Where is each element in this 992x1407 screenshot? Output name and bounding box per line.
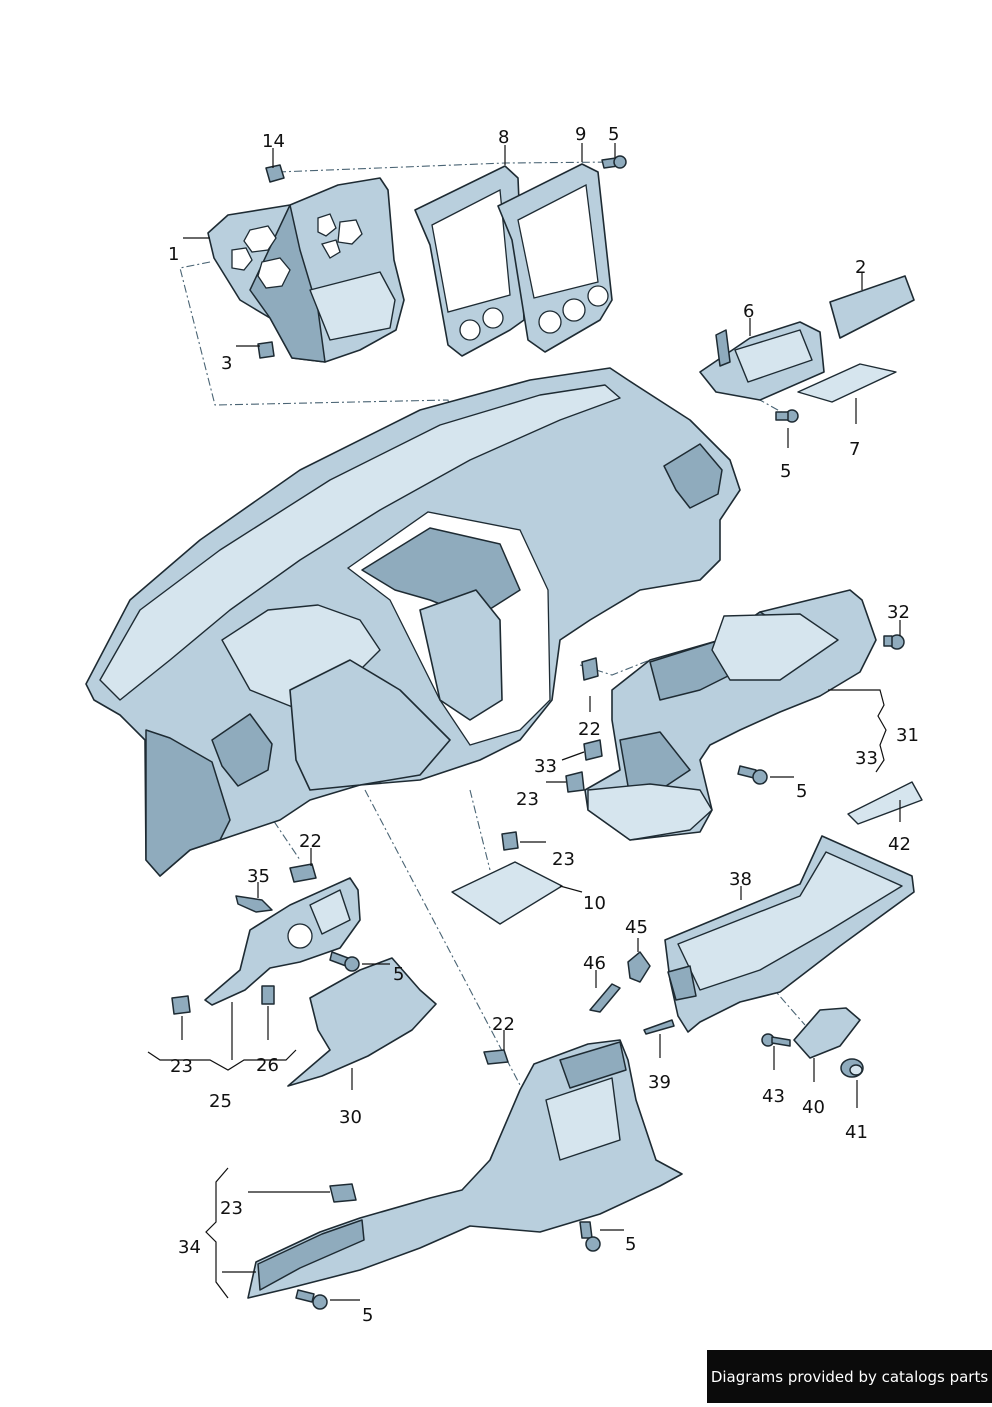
part-30-knee-pocket: [288, 958, 436, 1086]
part-42-strip: [848, 782, 922, 824]
label-23-cover: 23: [552, 849, 575, 870]
part-5-screw-top: [602, 156, 626, 168]
label-43: 43: [762, 1086, 785, 1107]
credit-text: Diagrams provided by catalogs parts: [711, 1368, 988, 1386]
label-31: 31: [896, 725, 919, 746]
part-31-glovebox-upper: [585, 590, 876, 840]
label-7: 7: [849, 439, 860, 460]
label-23-console: 23: [220, 1198, 243, 1219]
part-23-clip-left: [172, 996, 190, 1014]
label-34: 34: [178, 1237, 201, 1258]
part-46-rod: [590, 984, 620, 1012]
part-23-clip-cover: [502, 832, 518, 850]
label-3: 3: [221, 353, 232, 374]
label-5-top: 5: [608, 124, 619, 145]
label-6: 6: [743, 301, 754, 322]
label-33-right: 33: [855, 748, 878, 769]
label-14: 14: [262, 131, 285, 152]
label-8: 8: [498, 127, 509, 148]
part-32-cap: [884, 635, 904, 649]
label-5-console-left: 5: [362, 1305, 373, 1326]
label-26: 26: [256, 1055, 279, 1076]
part-22-clip-upper: [584, 740, 602, 760]
label-9: 9: [575, 124, 586, 145]
label-41: 41: [845, 1122, 868, 1143]
label-5-console-right: 5: [625, 1234, 636, 1255]
part-5-screw-glovebox: [738, 766, 767, 784]
label-5-pocket: 5: [780, 461, 791, 482]
part-43-screw: [762, 1034, 790, 1046]
diagram-credit-banner: Diagrams provided by catalogs parts: [707, 1350, 992, 1403]
label-35: 35: [247, 866, 270, 887]
part-5-screw-pocket: [776, 410, 798, 422]
part-22-clip-lower: [290, 864, 316, 882]
part-41-lock-cylinder: [841, 1059, 863, 1077]
label-23-left: 23: [170, 1056, 193, 1077]
part-5-screw-trim: [330, 952, 359, 971]
part-35-bracket: [236, 896, 272, 912]
label-1: 1: [168, 244, 179, 265]
part-22-clip-console: [484, 1050, 508, 1064]
label-39: 39: [648, 1072, 671, 1093]
part-26-clip: [262, 986, 274, 1004]
part-23-clip-console: [330, 1184, 356, 1202]
label-40: 40: [802, 1097, 825, 1118]
label-32: 32: [887, 602, 910, 623]
part-10-cover-plate: [452, 862, 562, 924]
part-33-clip: [582, 658, 598, 680]
label-46: 46: [583, 953, 606, 974]
label-22-lower: 22: [299, 831, 322, 852]
label-30: 30: [339, 1107, 362, 1128]
part-2-cover: [830, 276, 914, 338]
part-39-pin: [644, 1020, 674, 1034]
label-10: 10: [583, 893, 606, 914]
label-22-upper: 22: [578, 719, 601, 740]
part-1-center-bracket: [208, 178, 404, 362]
label-33-left: 33: [534, 756, 557, 777]
label-38: 38: [729, 869, 752, 890]
label-45: 45: [625, 917, 648, 938]
part-40-lock-housing: [794, 1008, 860, 1058]
part-45-hinge: [628, 952, 650, 982]
label-22-console: 22: [492, 1014, 515, 1035]
part-14-clip: [266, 165, 284, 182]
label-2: 2: [855, 257, 866, 278]
part-5-screw-console-right: [580, 1222, 600, 1251]
part-3-clip: [258, 342, 274, 358]
label-5-trim: 5: [393, 964, 404, 985]
label-23-upper: 23: [516, 789, 539, 810]
label-42: 42: [888, 834, 911, 855]
assembly-line-cover: [470, 790, 490, 870]
part-23-clip-upper: [566, 772, 584, 792]
part-38-glovebox: [665, 836, 914, 1032]
label-5-glovebox: 5: [796, 781, 807, 802]
part-8-trim-frame: [415, 166, 524, 356]
part-5-screw-console-left: [296, 1290, 327, 1309]
label-25: 25: [209, 1091, 232, 1112]
